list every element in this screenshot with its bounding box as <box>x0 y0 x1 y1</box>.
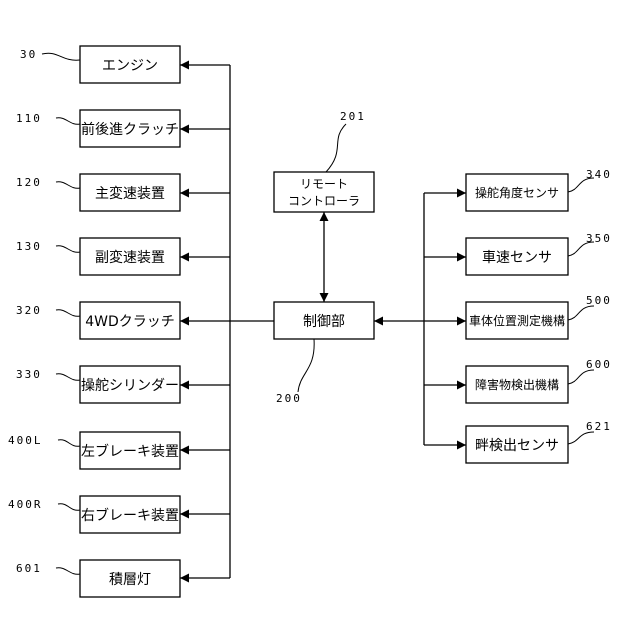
left-block-main-transmission: 主変速装置 120 <box>16 174 180 211</box>
right-block-obstacle-detection: 障害物検出機構 600 <box>466 358 612 403</box>
left-block-label: 副変速装置 <box>95 249 165 266</box>
right-block-vehicle-position-measurement: 車体位置測定機構 500 <box>466 294 612 339</box>
right-block-label: 車体位置測定機構 <box>469 313 565 328</box>
ref-number: 200 <box>276 392 302 405</box>
right-block-label: 車速センサ <box>482 249 552 266</box>
ref-number: 130 <box>16 240 42 253</box>
left-block-label: 主変速装置 <box>95 185 165 202</box>
left-block-4wd-clutch: 4WDクラッチ 320 <box>16 302 180 339</box>
left-block-sub-transmission: 副変速装置 130 <box>16 238 180 275</box>
left-block-steering-cylinder: 操舵シリンダー 330 <box>16 366 180 403</box>
left-block-label: 右ブレーキ装置 <box>81 507 179 524</box>
ref-number: 320 <box>16 304 42 317</box>
ref-number: 340 <box>586 168 612 181</box>
right-block-label: 障害物検出機構 <box>475 377 559 392</box>
right-block-label: 操舵角度センサ <box>475 185 559 200</box>
ref-number: 400L <box>8 434 43 447</box>
left-block-forward-reverse-clutch: 前後進クラッチ 110 <box>16 110 180 147</box>
ref-number: 400R <box>8 498 43 511</box>
right-block-steering-angle-sensor: 操舵角度センサ 340 <box>466 168 612 211</box>
ref-number: 600 <box>586 358 612 371</box>
left-block-label: 前後進クラッチ <box>81 121 179 138</box>
left-block-label: エンジン <box>102 58 158 74</box>
remote-controller-block: リモート コントローラ 201 <box>274 110 374 212</box>
right-block-label: 畔検出センサ <box>475 438 559 454</box>
left-block-left-brake: 左ブレーキ装置 400L <box>8 432 180 469</box>
controller-label: 制御部 <box>303 314 345 330</box>
left-block-label: 操舵シリンダー <box>81 378 179 394</box>
left-block-label: 左ブレーキ装置 <box>81 443 179 460</box>
right-connector-bus <box>374 193 466 445</box>
ref-number: 30 <box>20 48 37 61</box>
ref-number: 201 <box>340 110 366 123</box>
ref-number: 110 <box>16 112 42 125</box>
left-connector-bus <box>180 65 274 578</box>
right-block-ridge-detection-sensor: 畔検出センサ 621 <box>466 420 612 463</box>
controller-block: 制御部 200 <box>274 302 374 405</box>
left-block-right-brake: 右ブレーキ装置 400R <box>8 496 180 533</box>
left-block-stack-light: 積層灯 601 <box>16 560 180 597</box>
left-block-label: 積層灯 <box>109 572 151 588</box>
ref-number: 500 <box>586 294 612 307</box>
ref-number: 120 <box>16 176 42 189</box>
remote-controller-label-line2: コントローラ <box>288 194 360 208</box>
right-block-vehicle-speed-sensor: 車速センサ 350 <box>466 232 612 275</box>
ref-number: 330 <box>16 368 42 381</box>
left-block-label: 4WDクラッチ <box>85 314 175 330</box>
remote-controller-label-line1: リモート <box>300 177 348 191</box>
ref-number: 621 <box>586 420 612 433</box>
left-block-engine: エンジン 30 <box>20 46 180 83</box>
ref-number: 601 <box>16 562 42 575</box>
ref-number: 350 <box>586 232 612 245</box>
